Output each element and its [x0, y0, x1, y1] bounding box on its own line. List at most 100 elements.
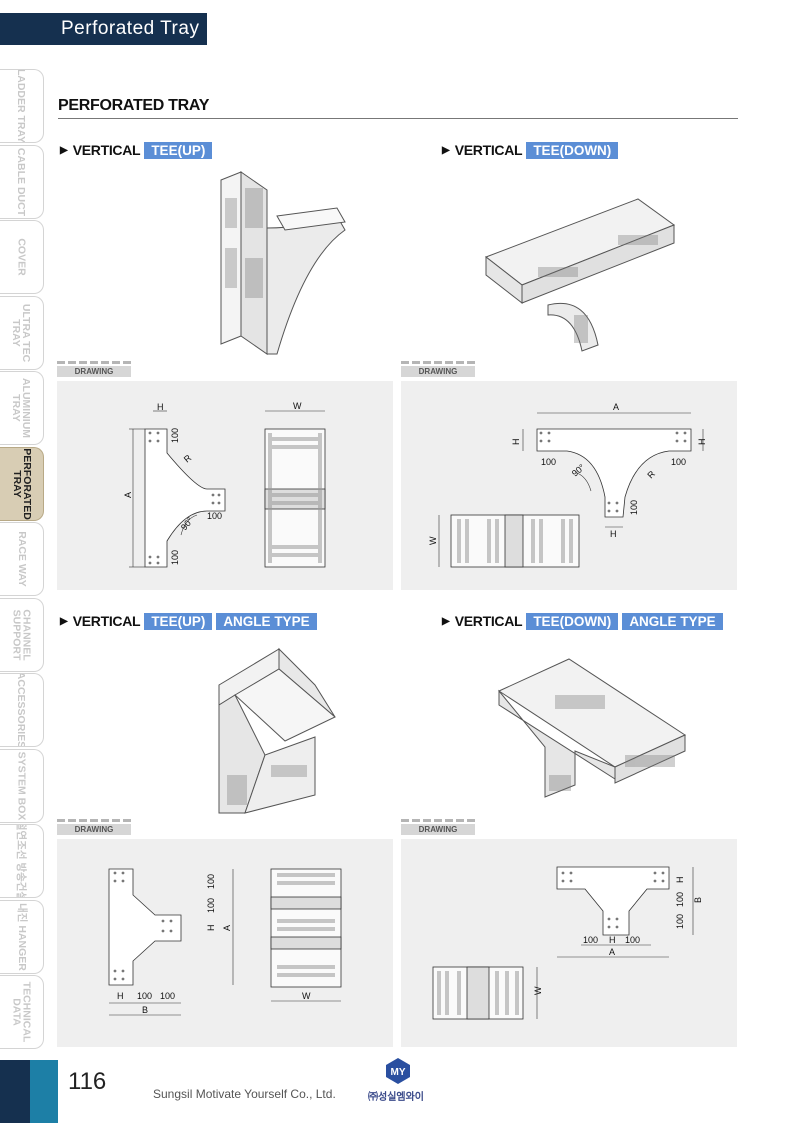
dim-100-right: 100: [625, 935, 640, 945]
dim-a: A: [123, 492, 133, 498]
dim-angle: 90°: [570, 462, 587, 479]
side-tab-label: 절연조선 방송건설: [15, 824, 28, 898]
dim-100-b2: 100: [160, 991, 175, 1001]
section-heading-tee-down-angle: ▶ VERTICAL TEE(DOWN) ANGLE TYPE: [442, 612, 723, 630]
section-title: Perforated Tray: [61, 18, 200, 39]
section-heading-tee-up-angle: ▶ VERTICAL TEE(UP) ANGLE TYPE: [60, 612, 317, 630]
technical-drawing: H 100 100 B 100 100 H A W: [108, 868, 342, 1016]
dim-w: W: [293, 401, 302, 411]
dim-100-r1: 100: [206, 874, 216, 889]
company-logo-icon: MY: [386, 1058, 410, 1084]
section-heading-tee-up: ▶ VERTICAL TEE(UP): [60, 141, 213, 159]
dim-a: A: [222, 925, 232, 931]
technical-drawing: 100 H 100 A H 100 100 B W: [432, 866, 703, 1020]
drawing-panel-tee-up: H A W R 90° 100 100 100: [57, 381, 393, 590]
dim-100-right: 100: [671, 457, 686, 467]
side-tab[interactable]: COVER: [0, 220, 44, 294]
dim-r: R: [645, 468, 657, 480]
dim-h-bottom: H: [609, 935, 616, 945]
heading-tag: TEE(UP): [144, 141, 213, 159]
technical-drawing: A H H H W R 90° 100 100 100: [428, 402, 707, 568]
drawing-tag-label: DRAWING: [57, 366, 131, 377]
dim-b: B: [693, 897, 703, 903]
drawing-tag-dashes: [401, 361, 475, 364]
side-tab-label: COVER: [15, 238, 28, 276]
heading-tag: TEE(DOWN): [526, 141, 619, 159]
side-tab-label: LADDER TRAY: [15, 69, 28, 143]
dim-100-bottom: 100: [170, 550, 180, 565]
side-tab[interactable]: LADDER TRAY: [0, 69, 44, 143]
dim-h-left: H: [511, 439, 521, 446]
triangle-icon: ▶: [442, 615, 450, 627]
company-name-korean: ㈜성실엠와이: [368, 1092, 424, 1103]
dim-100-bottom: 100: [629, 500, 639, 515]
side-tab-label: ACCESSORIES: [15, 673, 28, 747]
dim-h-right: H: [675, 877, 685, 884]
side-tab-label: RACE WAY: [15, 531, 28, 587]
dim-r: R: [182, 452, 194, 464]
logo-text: MY: [391, 1067, 406, 1078]
dim-a: A: [609, 947, 615, 957]
drawing-tag-dashes: [401, 819, 475, 822]
dim-b: B: [142, 1005, 148, 1015]
product-illustration-tee-down-angle: [497, 658, 687, 798]
drawing-tag: DRAWING: [401, 819, 475, 837]
triangle-icon: ▶: [60, 615, 68, 627]
dim-w: W: [428, 536, 438, 545]
footer-bar-dark: [0, 1060, 30, 1123]
drawing-tag: DRAWING: [57, 819, 131, 837]
drawing-tag: DRAWING: [57, 361, 131, 379]
dim-100-side: 100: [207, 511, 222, 521]
side-tab-label: SYSTEM BOX: [15, 751, 28, 820]
drawing-panel-tee-down-angle: 100 H 100 A H 100 100 B W: [401, 839, 737, 1047]
technical-drawing: H A W R 90° 100 100 100: [123, 401, 326, 568]
heading-tag: ANGLE TYPE: [622, 612, 723, 630]
heading-prefix: VERTICAL: [454, 613, 523, 629]
dim-100-left: 100: [541, 457, 556, 467]
title-divider: [58, 118, 738, 119]
side-tab-label: 내진 HANGER: [15, 902, 28, 971]
dim-100-top: 100: [170, 428, 180, 443]
side-tab[interactable]: 절연조선 방송건설: [0, 824, 44, 898]
dim-100-left: 100: [583, 935, 598, 945]
dim-h-bottom: H: [117, 991, 124, 1001]
page-title: PERFORATED TRAY: [58, 97, 210, 114]
side-tab-label: CABLE DUCT: [15, 147, 28, 216]
product-illustration-tee-down: [484, 198, 676, 352]
heading-prefix: VERTICAL: [72, 613, 141, 629]
product-illustration-tee-up-angle: [218, 647, 336, 814]
dim-h-right: H: [697, 439, 707, 446]
side-tab[interactable]: 내진 HANGER: [0, 899, 44, 974]
heading-prefix: VERTICAL: [454, 142, 523, 158]
side-tab[interactable]: RACE WAY: [0, 522, 44, 596]
dim-100-r2: 100: [206, 898, 216, 913]
dim-h-bottom: H: [610, 529, 617, 539]
side-tab[interactable]: SYSTEM BOX: [0, 748, 44, 823]
dim-w: W: [533, 986, 543, 995]
product-illustration-tee-up: [220, 171, 346, 355]
drawing-tag-label: DRAWING: [57, 824, 131, 835]
section-header: Perforated Tray: [0, 13, 207, 45]
dim-100-b1: 100: [137, 991, 152, 1001]
dim-a: A: [613, 402, 619, 412]
heading-tag: TEE(DOWN): [526, 612, 619, 630]
drawing-tag-dashes: [57, 819, 131, 822]
page-number: 116: [68, 1068, 107, 1095]
drawing-panel-tee-up-angle: H 100 100 B 100 100 H A W: [57, 839, 393, 1047]
heading-tag: TEE(UP): [144, 612, 213, 630]
side-tab[interactable]: CABLE DUCT: [0, 144, 44, 219]
dim-h-right: H: [206, 925, 216, 932]
heading-prefix: VERTICAL: [72, 142, 141, 158]
triangle-icon: ▶: [60, 144, 68, 156]
side-tab[interactable]: ACCESSORIES: [0, 673, 44, 747]
drawing-tag-dashes: [57, 361, 131, 364]
